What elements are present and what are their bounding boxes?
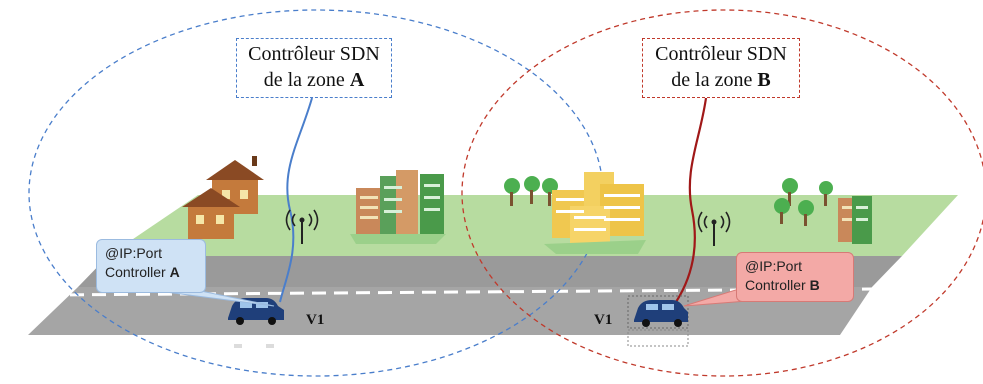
zone-b-vehicle-callout: @IP:Port Controller B	[736, 252, 854, 302]
zone-a-controller-line2: de la zone A	[245, 67, 383, 93]
antenna-icon	[285, 209, 319, 244]
zone-b-controller-prefix: de la zone	[671, 69, 758, 91]
callout-b-line1: @IP:Port	[745, 258, 803, 274]
zone-b-controller-letter: B	[757, 69, 771, 91]
callout-b-letter: B	[809, 277, 820, 293]
vehicle-label-a: V1	[306, 312, 325, 328]
tree-icon	[774, 178, 833, 226]
zone-a-vehicle-callout: @IP:Port Controller A	[96, 239, 206, 293]
callout-a-prefix: Controller	[105, 264, 170, 280]
callout-b-line2: Controller B	[745, 276, 845, 295]
zone-a-link	[279, 97, 313, 303]
zone-b-controller-label: Contrôleur SDN de la zone B	[642, 38, 800, 98]
building-icon	[838, 196, 872, 244]
callout-a-letter: A	[169, 264, 180, 280]
callout-a-line2: Controller A	[105, 263, 197, 282]
house-icon	[182, 188, 240, 239]
zone-a-controller-label: Contrôleur SDN de la zone A	[236, 38, 392, 98]
car-icon	[228, 298, 284, 348]
building-icon	[544, 172, 646, 254]
zone-a-controller-line1: Contrôleur SDN	[248, 43, 380, 65]
antenna-icon	[697, 211, 731, 246]
car-icon	[627, 295, 689, 347]
zone-b-boundary	[461, 9, 983, 377]
tree-icon	[504, 176, 558, 206]
building-icon	[350, 170, 446, 244]
zone-b-link	[675, 97, 708, 303]
zone-a-controller-prefix: de la zone	[263, 69, 350, 91]
zone-b-controller-line2: de la zone B	[651, 67, 791, 93]
callout-a-line1: @IP:Port	[105, 245, 163, 261]
zone-a-controller-letter: A	[349, 69, 365, 91]
zone-b-controller-line1: Contrôleur SDN	[655, 43, 787, 65]
vehicle-label-b: V1	[594, 312, 613, 328]
callout-b-prefix: Controller	[745, 277, 810, 293]
road-top	[78, 256, 902, 287]
house-icon	[206, 156, 264, 214]
grass-area	[108, 195, 958, 256]
